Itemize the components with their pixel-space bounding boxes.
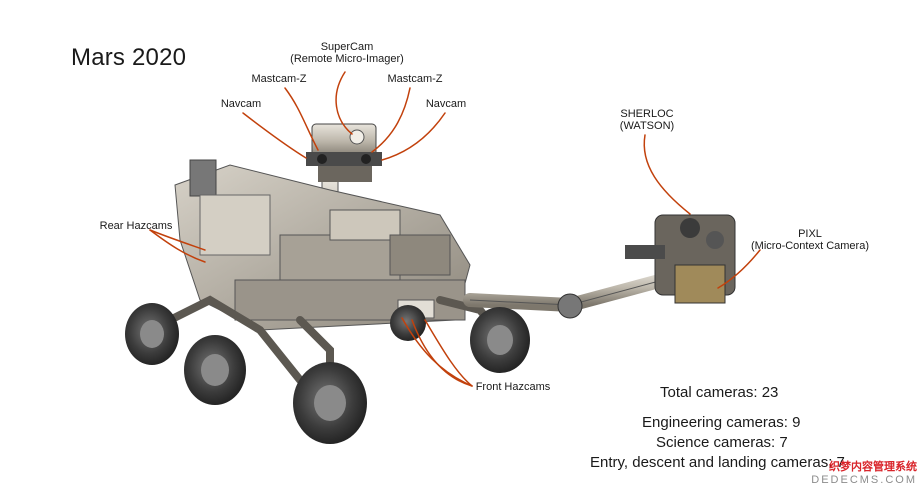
leader-lines <box>149 71 761 387</box>
arm-turret <box>625 214 736 304</box>
label-supercam-sub: (Remote Micro-Imager) <box>290 53 404 65</box>
leader-mastcam-left <box>284 87 319 151</box>
label-sherloc: SHERLOC (WATSON) <box>612 108 682 132</box>
label-navcam-left: Navcam <box>220 98 262 110</box>
label-pixl: PIXL (Micro-Context Camera) <box>737 228 883 252</box>
leader-navcam-right <box>381 112 446 161</box>
stat-edl-cameras: Entry, descent and landing cameras: 7 <box>590 454 845 471</box>
wheels <box>125 303 530 444</box>
leader-mastcam-right <box>371 87 411 153</box>
robotic-arm <box>463 214 736 319</box>
label-mastcam-right: Mastcam-Z <box>387 73 443 85</box>
label-sherloc-sub: (WATSON) <box>619 120 675 132</box>
label-pixl-name: PIXL <box>798 228 822 240</box>
label-supercam-name: SuperCam <box>320 41 374 53</box>
label-pixl-sub: (Micro-Context Camera) <box>751 240 869 252</box>
leader-front-hazcams-2 <box>411 319 473 387</box>
label-front-hazcams: Front Hazcams <box>475 381 551 393</box>
label-rear-hazcams: Rear Hazcams <box>99 220 173 232</box>
stat-engineering-cameras: Engineering cameras: 9 <box>642 414 801 431</box>
leader-front-hazcams-1 <box>401 317 473 387</box>
wheel-rear-right <box>390 305 426 341</box>
leader-supercam <box>335 71 353 135</box>
rover-body <box>146 159 504 404</box>
wheel-front-right <box>470 307 530 373</box>
leader-pixl <box>717 249 761 289</box>
label-mastcam-left: Mastcam-Z <box>251 73 307 85</box>
watermark-url: DEDECMS.COM <box>811 474 917 486</box>
stat-science-cameras: Science cameras: 7 <box>656 434 788 451</box>
leader-sherloc <box>643 134 691 215</box>
watermark-text: 织梦内容管理系统 <box>829 461 917 473</box>
diagram-title: Mars 2020 <box>71 44 187 71</box>
watermark: 织梦内容管理系统 DEDECMS.COM <box>811 461 917 487</box>
wheel-mid-left <box>184 335 246 405</box>
leader-navcam-left <box>242 112 307 159</box>
leader-front-hazcams-3 <box>424 319 473 387</box>
label-supercam: SuperCam (Remote Micro-Imager) <box>272 41 422 65</box>
leader-rear-hazcams-2 <box>149 229 206 251</box>
leader-rear-hazcams-1 <box>149 229 206 263</box>
wheel-front-left <box>293 362 367 444</box>
label-sherloc-name: SHERLOC <box>620 108 674 120</box>
label-navcam-right: Navcam <box>425 98 467 110</box>
wheel-rear-left <box>125 303 179 365</box>
stat-total-cameras: Total cameras: 23 <box>660 384 779 401</box>
